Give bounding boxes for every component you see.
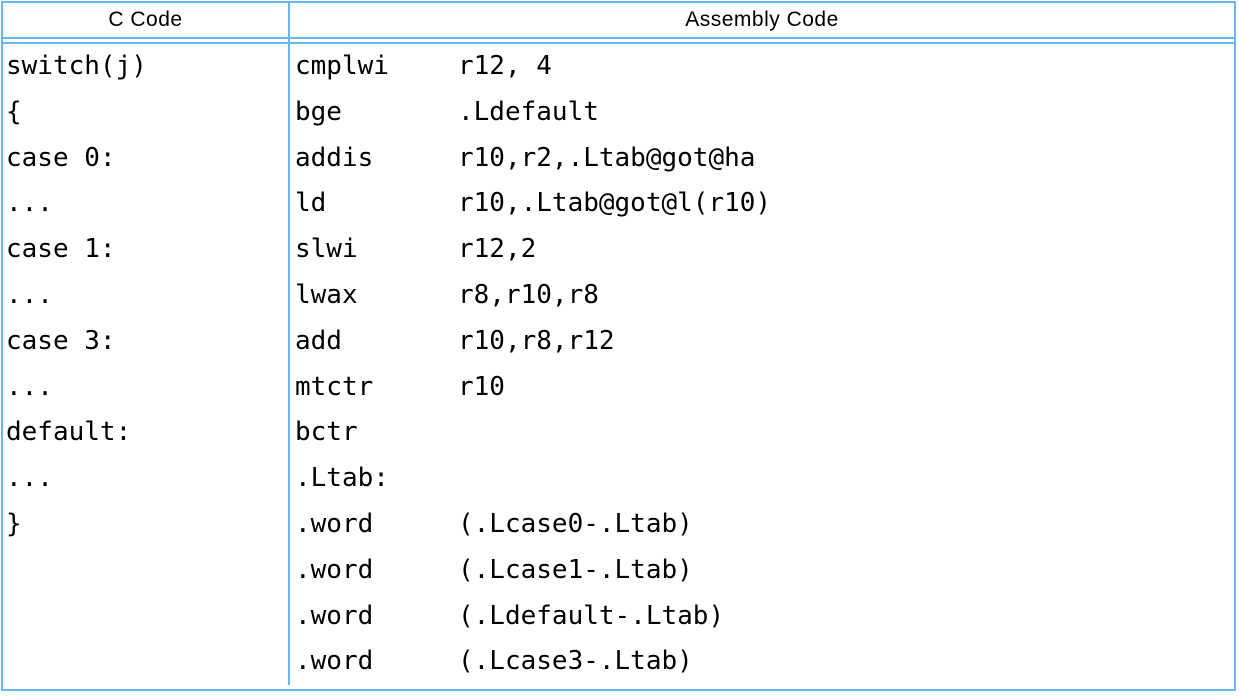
asm-operands: (.Lcase0-.Ltab) (458, 508, 693, 539)
c-code-line: { (6, 96, 22, 127)
asm-line: .Ltab: (295, 456, 1234, 502)
c-code-line: ... (6, 279, 53, 310)
asm-mnemonic: mtctr (295, 371, 374, 402)
asm-line: add r10,r8,r12 (295, 319, 1234, 365)
asm-line: bge .Ldefault (295, 90, 1234, 136)
asm-line: .word (.Lcase3-.Ltab) (295, 639, 1234, 685)
assembly-code-cell: cmplwi r12, 4 bge .Ldefault addis r10,r2,.Lta… (290, 44, 1234, 685)
asm-line: lwax r8,r10,r8 (295, 273, 1234, 319)
asm-line: mtctr r10 (295, 365, 1234, 411)
c-code-line: case 3: (6, 325, 116, 356)
asm-mnemonic: slwi (295, 234, 358, 265)
c-code-cell: switch(j) { case 0:... case 1:... case 3:...… (3, 44, 290, 685)
c-code-line: ... (6, 463, 53, 494)
asm-operands: r12,2 (458, 234, 537, 265)
asm-operands: r10,.Ltab@got@l(r10) (458, 188, 772, 219)
asm-line: ld r10,.Ltab@got@l(r10) (295, 181, 1234, 227)
asm-operands: r10 (458, 371, 505, 402)
asm-operands: (.Ldefault-.Ltab) (458, 600, 725, 631)
asm-mnemonic: .word (295, 600, 374, 631)
asm-operands: (.Lcase3-.Ltab) (458, 646, 693, 677)
asm-mnemonic: .word (295, 646, 374, 677)
header-body-divider (3, 39, 1234, 44)
asm-operands: (.Lcase1-.Ltab) (458, 554, 693, 585)
asm-operands: r8,r10,r8 (458, 279, 599, 310)
asm-operands: r12, 4 (458, 51, 552, 81)
asm-mnemonic: .word (295, 508, 374, 539)
header-assembly-code: Assembly Code (685, 8, 839, 31)
asm-operands: .Ldefault (458, 96, 599, 127)
asm-line: .word (.Lcase1-.Ltab) (295, 548, 1234, 594)
asm-mnemonic: add (295, 325, 342, 356)
asm-mnemonic: bge (295, 96, 342, 127)
asm-mnemonic: .Ltab: (295, 463, 389, 494)
asm-line: .word (.Lcase0-.Ltab) (295, 502, 1234, 548)
asm-line: addis r10,r2,.Ltab@got@ha (295, 136, 1234, 182)
c-code-line: ... (6, 371, 53, 402)
asm-mnemonic: lwax (295, 279, 358, 310)
asm-mnemonic: cmplwi (295, 51, 389, 81)
asm-operands: r10,r8,r12 (458, 325, 615, 356)
c-code-line: case 0: (6, 142, 116, 173)
c-code-line: default: (6, 417, 132, 448)
asm-mnemonic: addis (295, 142, 374, 173)
table-header-row: C Code Assembly Code (3, 3, 1234, 39)
c-code-line: case 1: (6, 234, 116, 265)
table-body-row: switch(j) { case 0:... case 1:... case 3:...… (3, 44, 1234, 685)
asm-mnemonic: ld (295, 188, 327, 219)
divider-right-segment (290, 39, 1234, 42)
c-code-line: switch(j) (6, 51, 147, 81)
divider-left-segment (3, 39, 290, 42)
asm-line: slwi r12,2 (295, 227, 1234, 273)
header-c-code: C Code (3, 3, 290, 37)
asm-mnemonic: bctr (295, 417, 358, 448)
asm-line: .word (.Ldefault-.Ltab) (295, 594, 1234, 640)
c-code-line: ... (6, 188, 53, 219)
asm-mnemonic: .word (295, 554, 374, 585)
c-code-line: } (6, 508, 22, 539)
asm-line: cmplwi r12, 4 (295, 44, 1234, 90)
asm-operands: r10,r2,.Ltab@got@ha (458, 142, 756, 173)
asm-line: bctr (295, 410, 1234, 456)
